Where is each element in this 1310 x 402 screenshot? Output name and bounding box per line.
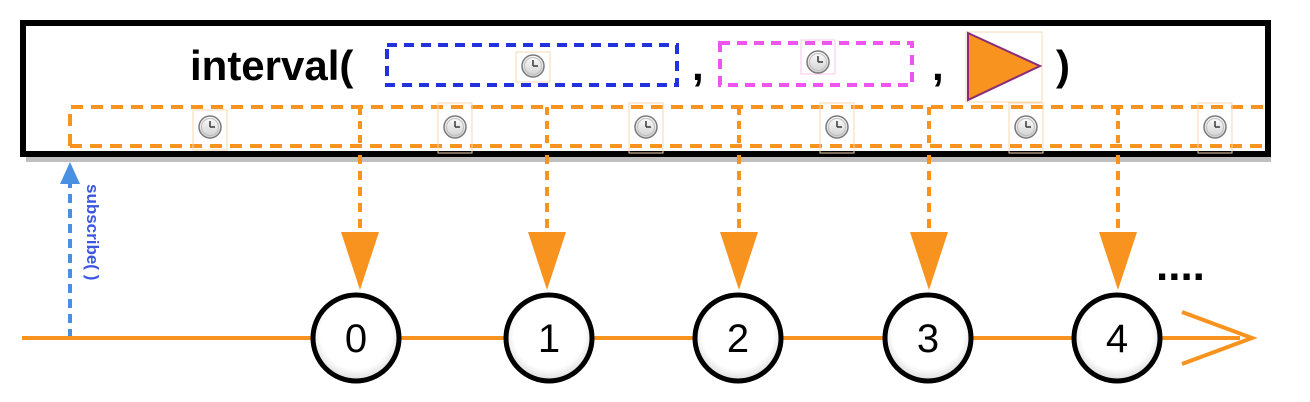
- emission-arrow: [528, 155, 566, 290]
- marble-3: 3: [882, 292, 974, 384]
- marble-label: 0: [345, 317, 367, 361]
- clock-icon: [192, 109, 228, 151]
- marble-1: 1: [503, 292, 595, 384]
- marble-4: 4: [1071, 292, 1163, 384]
- timeline: [22, 310, 1258, 366]
- marbles: 0 1 2 3 4: [310, 292, 1163, 384]
- marble-label: 3: [917, 317, 939, 361]
- timeline-arrowhead: [1181, 310, 1258, 366]
- continuation-ellipsis: ....: [1156, 241, 1205, 290]
- triangle-icon: [967, 31, 1043, 102]
- marble-0: 0: [310, 292, 402, 384]
- period-parameter: [718, 39, 914, 87]
- emission-arrow: [341, 155, 379, 290]
- clock-icon: [800, 39, 836, 75]
- marble-label: 1: [538, 317, 560, 361]
- marble-label: 2: [727, 317, 749, 361]
- separator-1: ,: [692, 42, 704, 89]
- clock-icon: [515, 51, 551, 83]
- marble-label: 4: [1106, 317, 1128, 361]
- emission-arrow: [910, 155, 948, 290]
- emission-arrow: [720, 155, 758, 290]
- close-paren: ): [1056, 42, 1070, 89]
- subscribe-arrow: [60, 162, 80, 338]
- scheduler-parameter: [965, 31, 1043, 103]
- clock-icon: [437, 102, 473, 154]
- separator-2: ,: [932, 42, 944, 89]
- clock-icon: [1197, 102, 1233, 154]
- interval-segments: [68, 105, 1268, 148]
- emission-arrows: [341, 155, 1137, 290]
- marble-2: 2: [692, 292, 784, 384]
- segment-clocks: [192, 102, 1233, 154]
- clock-icon: [628, 102, 664, 154]
- emission-arrow: [1099, 155, 1137, 290]
- initial-delay-parameter: [385, 43, 679, 87]
- clock-icon: [819, 102, 855, 154]
- operator-name: interval(: [190, 42, 353, 89]
- subscribe-label: subscribe( ): [83, 184, 102, 280]
- clock-icon: [1008, 102, 1044, 154]
